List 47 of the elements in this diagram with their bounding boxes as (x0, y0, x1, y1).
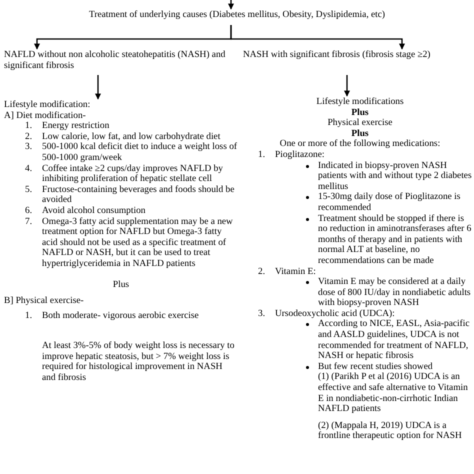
heading-text: Plus (112, 280, 130, 290)
list-number: 2. (258, 266, 266, 278)
list-item: Fructose-containing beverages and foods should be avoided (42, 184, 236, 206)
list-item: Pioglitazone: (275, 150, 324, 161)
bullet-item: 15-30mg daily dose of Pioglitazone is recommended (318, 192, 462, 214)
heading-text: Lifestyle modifications (316, 97, 404, 108)
bullet-item: According to NICE, EASL, Asia-pacific and AASLD guidelines, UDCA is not recommended for treatment of NAFLD, NASH or hepatic fibrosis (318, 319, 471, 362)
list-number: 7. (25, 216, 34, 229)
list-number: 3. (25, 142, 34, 154)
heading-text: B] Physical exercise- (4, 296, 85, 307)
note-text: At least 3%-5% of body weight loss is necessary to improve hepatic steatosis, but > 7% weight loss is required for histological improvement in NASH and fibrosis (42, 341, 236, 384)
bullet-item: Vitamin E may be considered at a daily dose of 800 IU/day in nondiabetic adults with biopsy-proven NASH (318, 277, 472, 309)
list-item: 500-1000 kcal deficit diet to induce a weight loss of 500-1000 gram/week (42, 142, 238, 164)
list-number: 2. (25, 132, 34, 142)
arrow (344, 75, 350, 97)
list-item: Ursodeoxycholic acid (UDCA): (275, 308, 395, 320)
arrow (95, 75, 101, 100)
list-item: Vitamin E: (275, 266, 316, 278)
step-text: NASH with significant fibrosis (fibrosis stage ≥2) (243, 50, 465, 61)
bullet-item: Indicated in biopsy-proven NASH patients with and without type 2 diabetes mellitus (318, 160, 473, 192)
list-number: 3. (258, 308, 266, 320)
list-number: 5. (25, 184, 34, 197)
bullet-item: Treatment should be stopped if there is no reduction in aminotransferases after 6 months of therapy and in patients with normal ALT at baseline, no recommendations can be made (318, 214, 472, 266)
list-number: 1. (25, 121, 34, 132)
list-number: 1. (25, 310, 34, 322)
list-item: Both moderate- vigorous aerobic exercise (42, 310, 199, 322)
list-item: Avoid alcohol consumption (42, 206, 146, 217)
arrow (230, 25, 405, 50)
list-item: Energy restriction (42, 121, 110, 132)
arrow (228, 0, 234, 10)
connector-text: Plus (351, 108, 369, 118)
list-item: Omega-3 fatty acid supplementation may be a new treatment option for NAFLD but Omega-3 fatty acid should not be used as a specific treatment of NAFLD or NASH, but it can be used to treat hypertriglyceridemia in NAFLD patients (42, 216, 234, 270)
list-number: 4. (25, 164, 34, 176)
heading-text: One or more of the following medications: (280, 139, 440, 150)
list-number: 6. (25, 206, 34, 217)
list-item: Coffee intake ≥2 cups/day improves NAFLD by inhibiting proliferation of hepatic stellate cell (42, 164, 224, 185)
note-text: (1) (Parikh P et al (2016) UDCA is an effective and safe alternative to Vitamin E in nondiabetic-non-cirrhotic Indian NAFLD patients (318, 372, 469, 415)
heading-text: A] Diet modification- (4, 110, 87, 122)
heading-text: Physical exercise (328, 118, 392, 129)
note-text: (2) (Mappala H, 2019) UDCA is a frontline therapeutic option for NASH (318, 420, 463, 442)
list-number: 1. (258, 150, 266, 161)
list-item: Low calorie, low fat, and low carbohydrate diet (42, 132, 220, 142)
step-text: NAFLD without non alcoholic steatohepatitis (NASH) and significant fibrosis (4, 50, 226, 72)
heading-text: Lifestyle modification: (4, 100, 92, 111)
step-text: Treatment of underlying causes (Diabetes mellitus, Obesity, Dyslipidemia, etc) (0, 10, 474, 21)
connector-text: Plus (351, 128, 369, 139)
bullet-item: But few recent studies showed (318, 362, 433, 372)
